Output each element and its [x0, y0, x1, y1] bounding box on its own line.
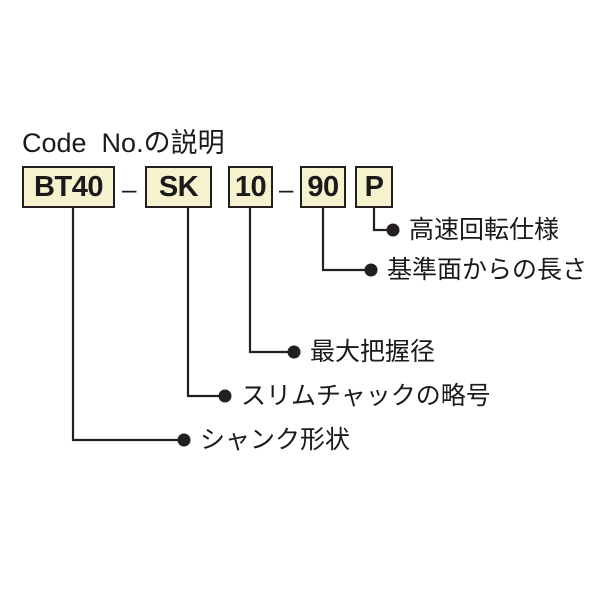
callout-label-shank-shape: シャンク形状	[200, 426, 351, 454]
leader-endpoint-dot	[177, 433, 191, 447]
code-box-shank-code: BT40	[22, 166, 115, 208]
page-title: Code No.の説明	[22, 128, 225, 158]
leader-path	[71, 208, 184, 442]
callout-label-length-from-datum: 基準面からの長さ	[387, 256, 588, 284]
code-box-value: SK	[158, 170, 199, 203]
leader-endpoint-dot	[364, 263, 378, 277]
leader-line-length-from-datum	[321, 208, 378, 277]
code-box-chuck-code: SK	[145, 166, 212, 208]
leader-line-shank-shape	[71, 208, 191, 447]
code-box-value: 10	[234, 170, 267, 203]
leader-endpoint-dot	[218, 389, 232, 403]
leader-path	[186, 208, 225, 398]
leader-path	[248, 208, 294, 354]
code-box-value: P	[364, 170, 384, 203]
code-box-value: 90	[307, 170, 339, 203]
callout-label-max-grip-diameter: 最大把握径	[310, 338, 436, 366]
leader-path	[321, 208, 371, 272]
code-box-length-code: 90	[300, 166, 346, 208]
code-separator-dash: –	[279, 174, 294, 204]
code-box-value: BT40	[34, 170, 103, 203]
leader-line-high-speed-rotation	[372, 208, 400, 237]
leader-endpoint-dot	[287, 345, 301, 359]
leader-line-slim-chuck-abbrev	[186, 208, 232, 403]
leader-endpoint-dot	[386, 223, 400, 237]
leader-line-max-grip-diameter	[248, 208, 301, 359]
code-separator-dash: –	[122, 174, 137, 204]
callout-label-slim-chuck-abbrev: スリムチャックの略号	[241, 382, 491, 410]
code-box-grip-diameter-code: 10	[228, 166, 273, 208]
callout-label-high-speed-rotation: 高速回転仕様	[409, 216, 560, 244]
code-box-high-speed-code: P	[355, 166, 393, 208]
